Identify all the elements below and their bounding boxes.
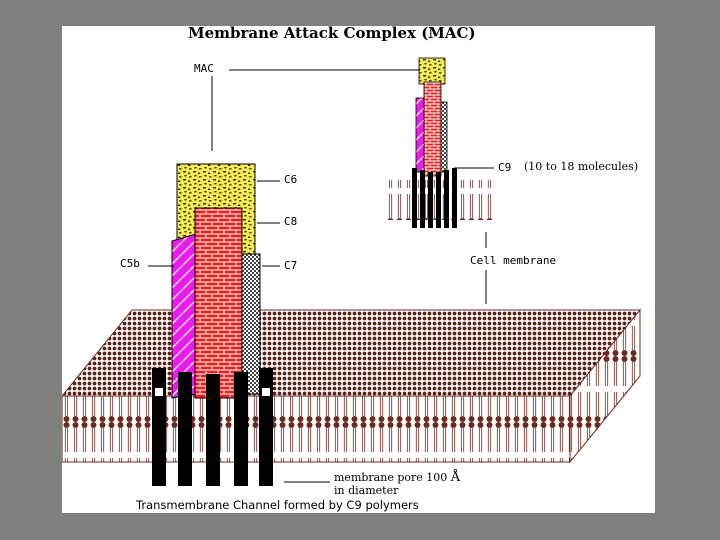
mac-complex-small bbox=[385, 58, 495, 228]
label-c6: C6 bbox=[284, 174, 297, 186]
label-mac: MAC bbox=[194, 63, 214, 75]
label-pore-diameter: in diameter bbox=[334, 485, 398, 497]
diagram-caption: Transmembrane Channel formed by C9 polym… bbox=[136, 498, 419, 512]
diagram-title: Membrane Attack Complex (MAC) bbox=[188, 24, 476, 42]
c8-protein bbox=[195, 208, 242, 398]
label-cell-membrane: Cell membrane bbox=[470, 255, 556, 267]
diagram-canvas: Membrane Attack Complex (MAC) MAC C6 C8 … bbox=[62, 26, 655, 513]
label-c8: C8 bbox=[284, 216, 297, 228]
mac-diagram-figure bbox=[62, 26, 655, 513]
pore-size-text: membrane pore 100 bbox=[334, 471, 447, 484]
label-c7: C7 bbox=[284, 260, 297, 272]
label-c5b: C5b bbox=[120, 258, 140, 270]
cell-membrane-slab bbox=[62, 310, 640, 462]
label-c9-note: (10 to 18 molecules) bbox=[524, 161, 638, 173]
label-pore-size: membrane pore 100 Å bbox=[334, 472, 460, 484]
angstrom-unit: Å bbox=[451, 470, 460, 485]
label-c9: C9 bbox=[498, 162, 511, 174]
